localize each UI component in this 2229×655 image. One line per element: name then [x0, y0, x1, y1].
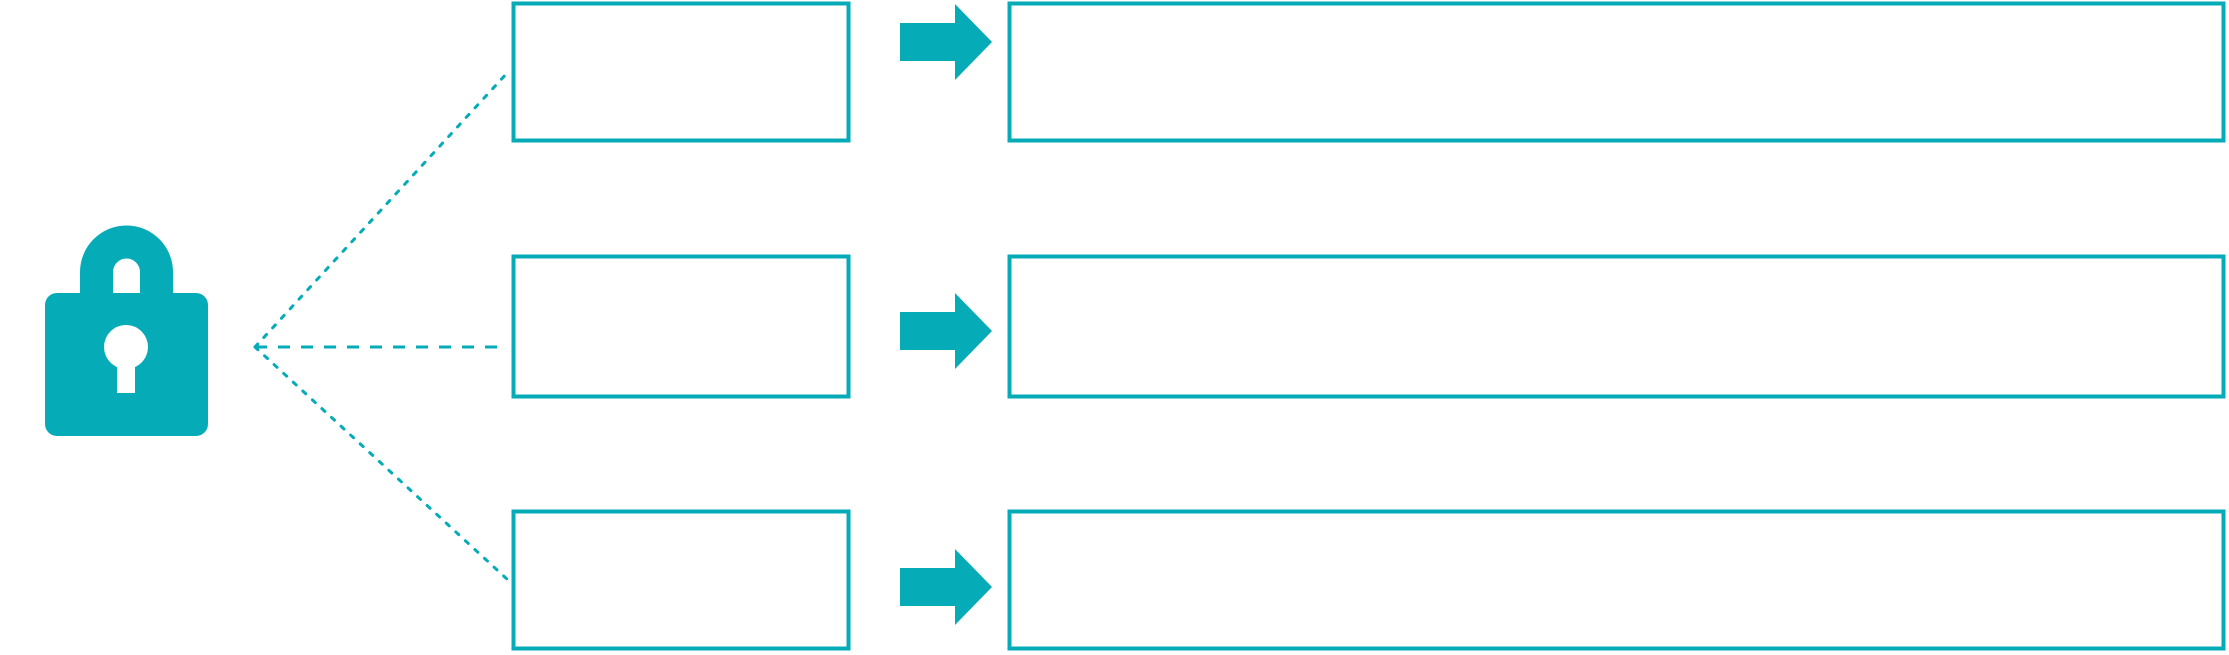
row-1-arrow-right-icon — [900, 4, 992, 80]
row-3-result-box[interactable] — [1007, 509, 2226, 651]
lock-icon — [45, 225, 208, 436]
row-1-result-box[interactable] — [1007, 1, 2226, 143]
row-2-stage-box[interactable] — [511, 254, 851, 399]
row-3-arrow-right-icon — [900, 549, 992, 625]
row-3 — [511, 509, 2226, 651]
row-3-stage-box[interactable] — [511, 509, 851, 651]
connector-to-row-1 — [253, 70, 510, 349]
row-2 — [511, 254, 2226, 399]
row-1-stage-box[interactable] — [511, 1, 851, 143]
row-2-result-box[interactable] — [1007, 254, 2226, 399]
connector-group — [253, 70, 510, 582]
row-2-arrow-right-icon — [900, 293, 992, 369]
row-1 — [511, 1, 2226, 143]
connector-to-row-3 — [253, 345, 510, 582]
